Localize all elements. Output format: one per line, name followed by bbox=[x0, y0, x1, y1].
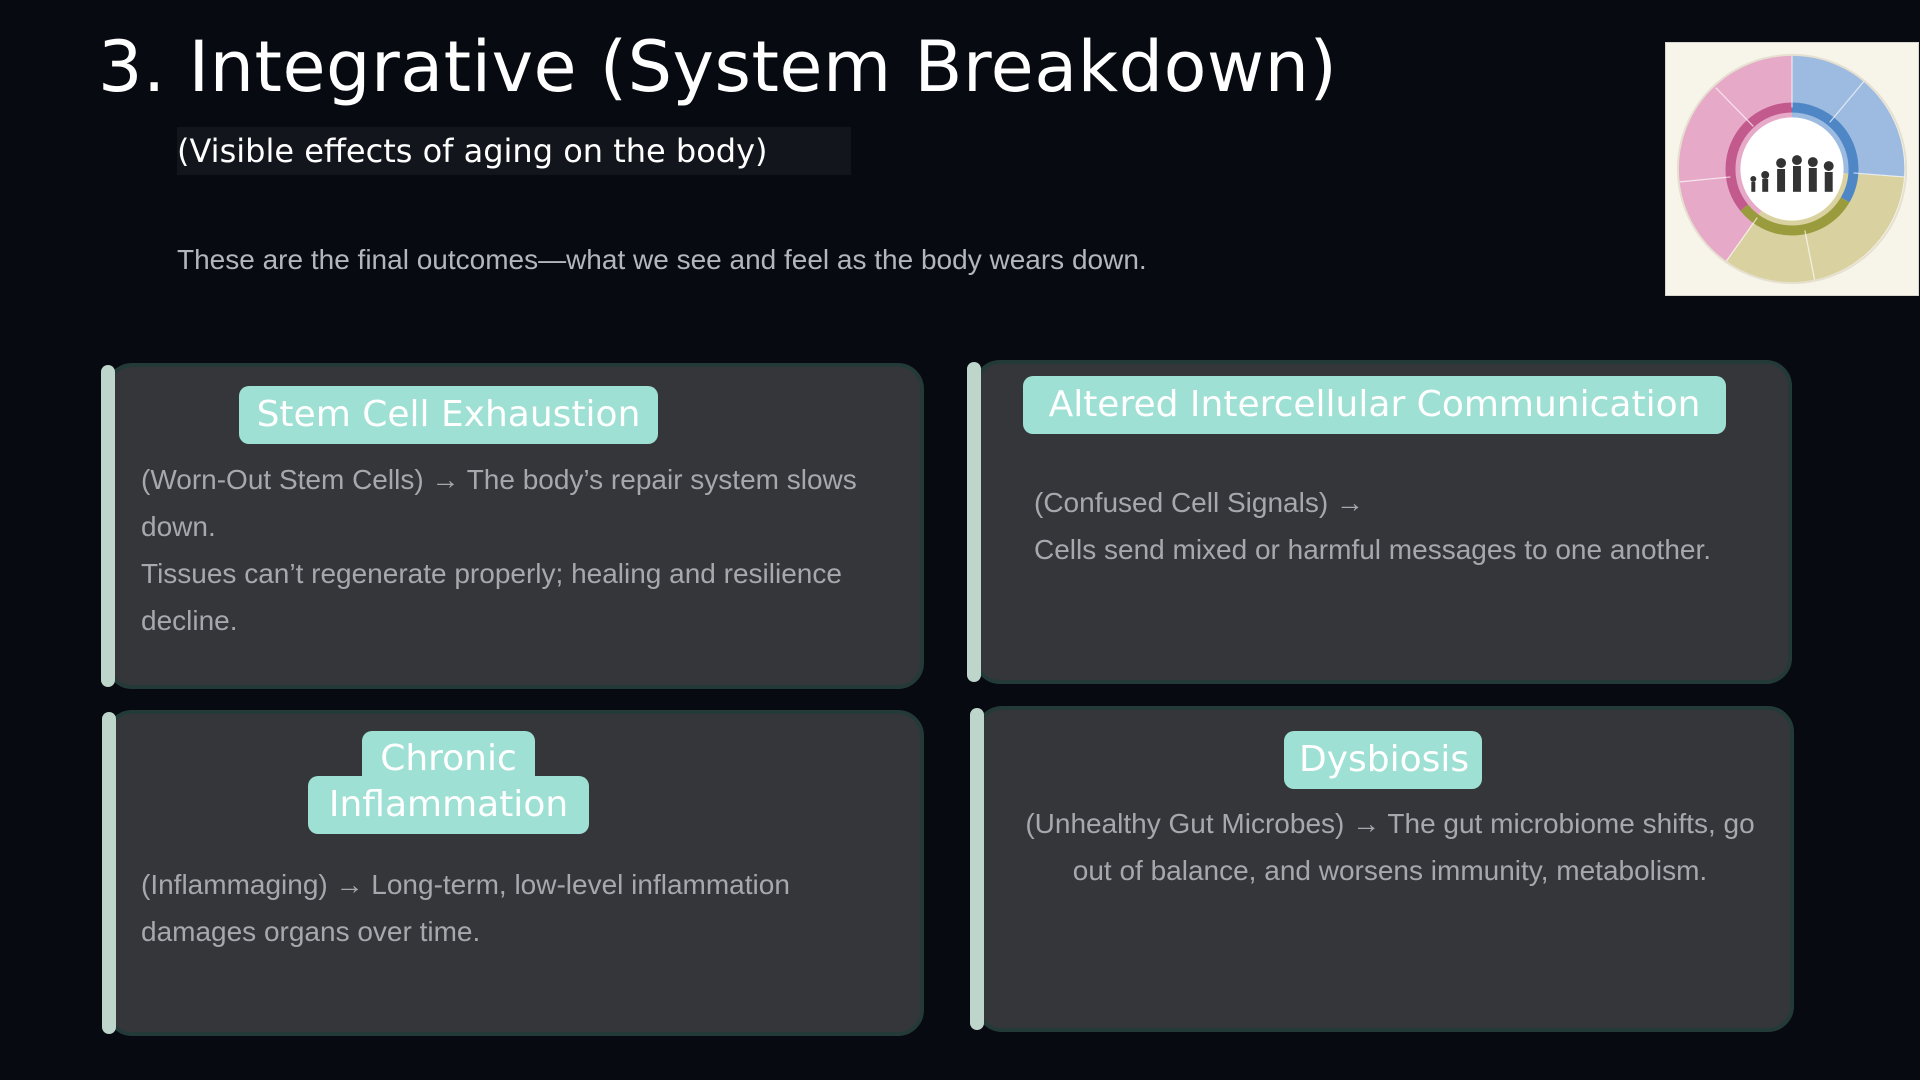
card-accent-bar bbox=[102, 712, 116, 1034]
card-text-line: (Confused Cell Signals) → bbox=[1034, 487, 1364, 518]
card-accent-bar bbox=[967, 362, 981, 682]
card-accent-bar bbox=[970, 708, 984, 1030]
card-body-text: (Unhealthy Gut Microbes) → The gut micro… bbox=[1010, 800, 1770, 894]
card-body-text: (Worn-Out Stem Cells) → The body’s repai… bbox=[141, 456, 901, 644]
card-title-badge-line-2: Inflammation bbox=[308, 776, 589, 834]
page-subtitle: (Visible effects of aging on the body) bbox=[177, 127, 851, 175]
card-text-line: (Unhealthy Gut Microbes) → The gut micro… bbox=[1025, 808, 1755, 886]
card-text-line: (Inflammaging) → Long-term, low-level in… bbox=[141, 869, 790, 947]
intro-text: These are the final outcomes—what we see… bbox=[177, 244, 1147, 275]
card-body-text: (Inflammaging) → Long-term, low-level in… bbox=[141, 861, 901, 955]
card-text-line: Cells send mixed or harmful messages to … bbox=[1034, 534, 1712, 565]
card-title-badge: Stem Cell Exhaustion bbox=[239, 386, 658, 444]
card-title-badge: Dysbiosis bbox=[1284, 731, 1482, 789]
page-title: 3. Integrative (System Breakdown) bbox=[98, 26, 1338, 108]
card-body-text: (Confused Cell Signals) → Cells send mix… bbox=[1034, 479, 1774, 573]
card-text-line: Tissues can’t regenerate properly; heali… bbox=[141, 558, 842, 636]
hallmarks-wheel-image bbox=[1665, 42, 1919, 296]
card-text-line: (Worn-Out Stem Cells) → The body’s repai… bbox=[141, 464, 857, 542]
card-accent-bar bbox=[101, 365, 115, 687]
hallmarks-of-aging-wheel-icon bbox=[1676, 53, 1908, 285]
card-title-badge: Altered Intercellular Communication bbox=[1023, 376, 1726, 434]
